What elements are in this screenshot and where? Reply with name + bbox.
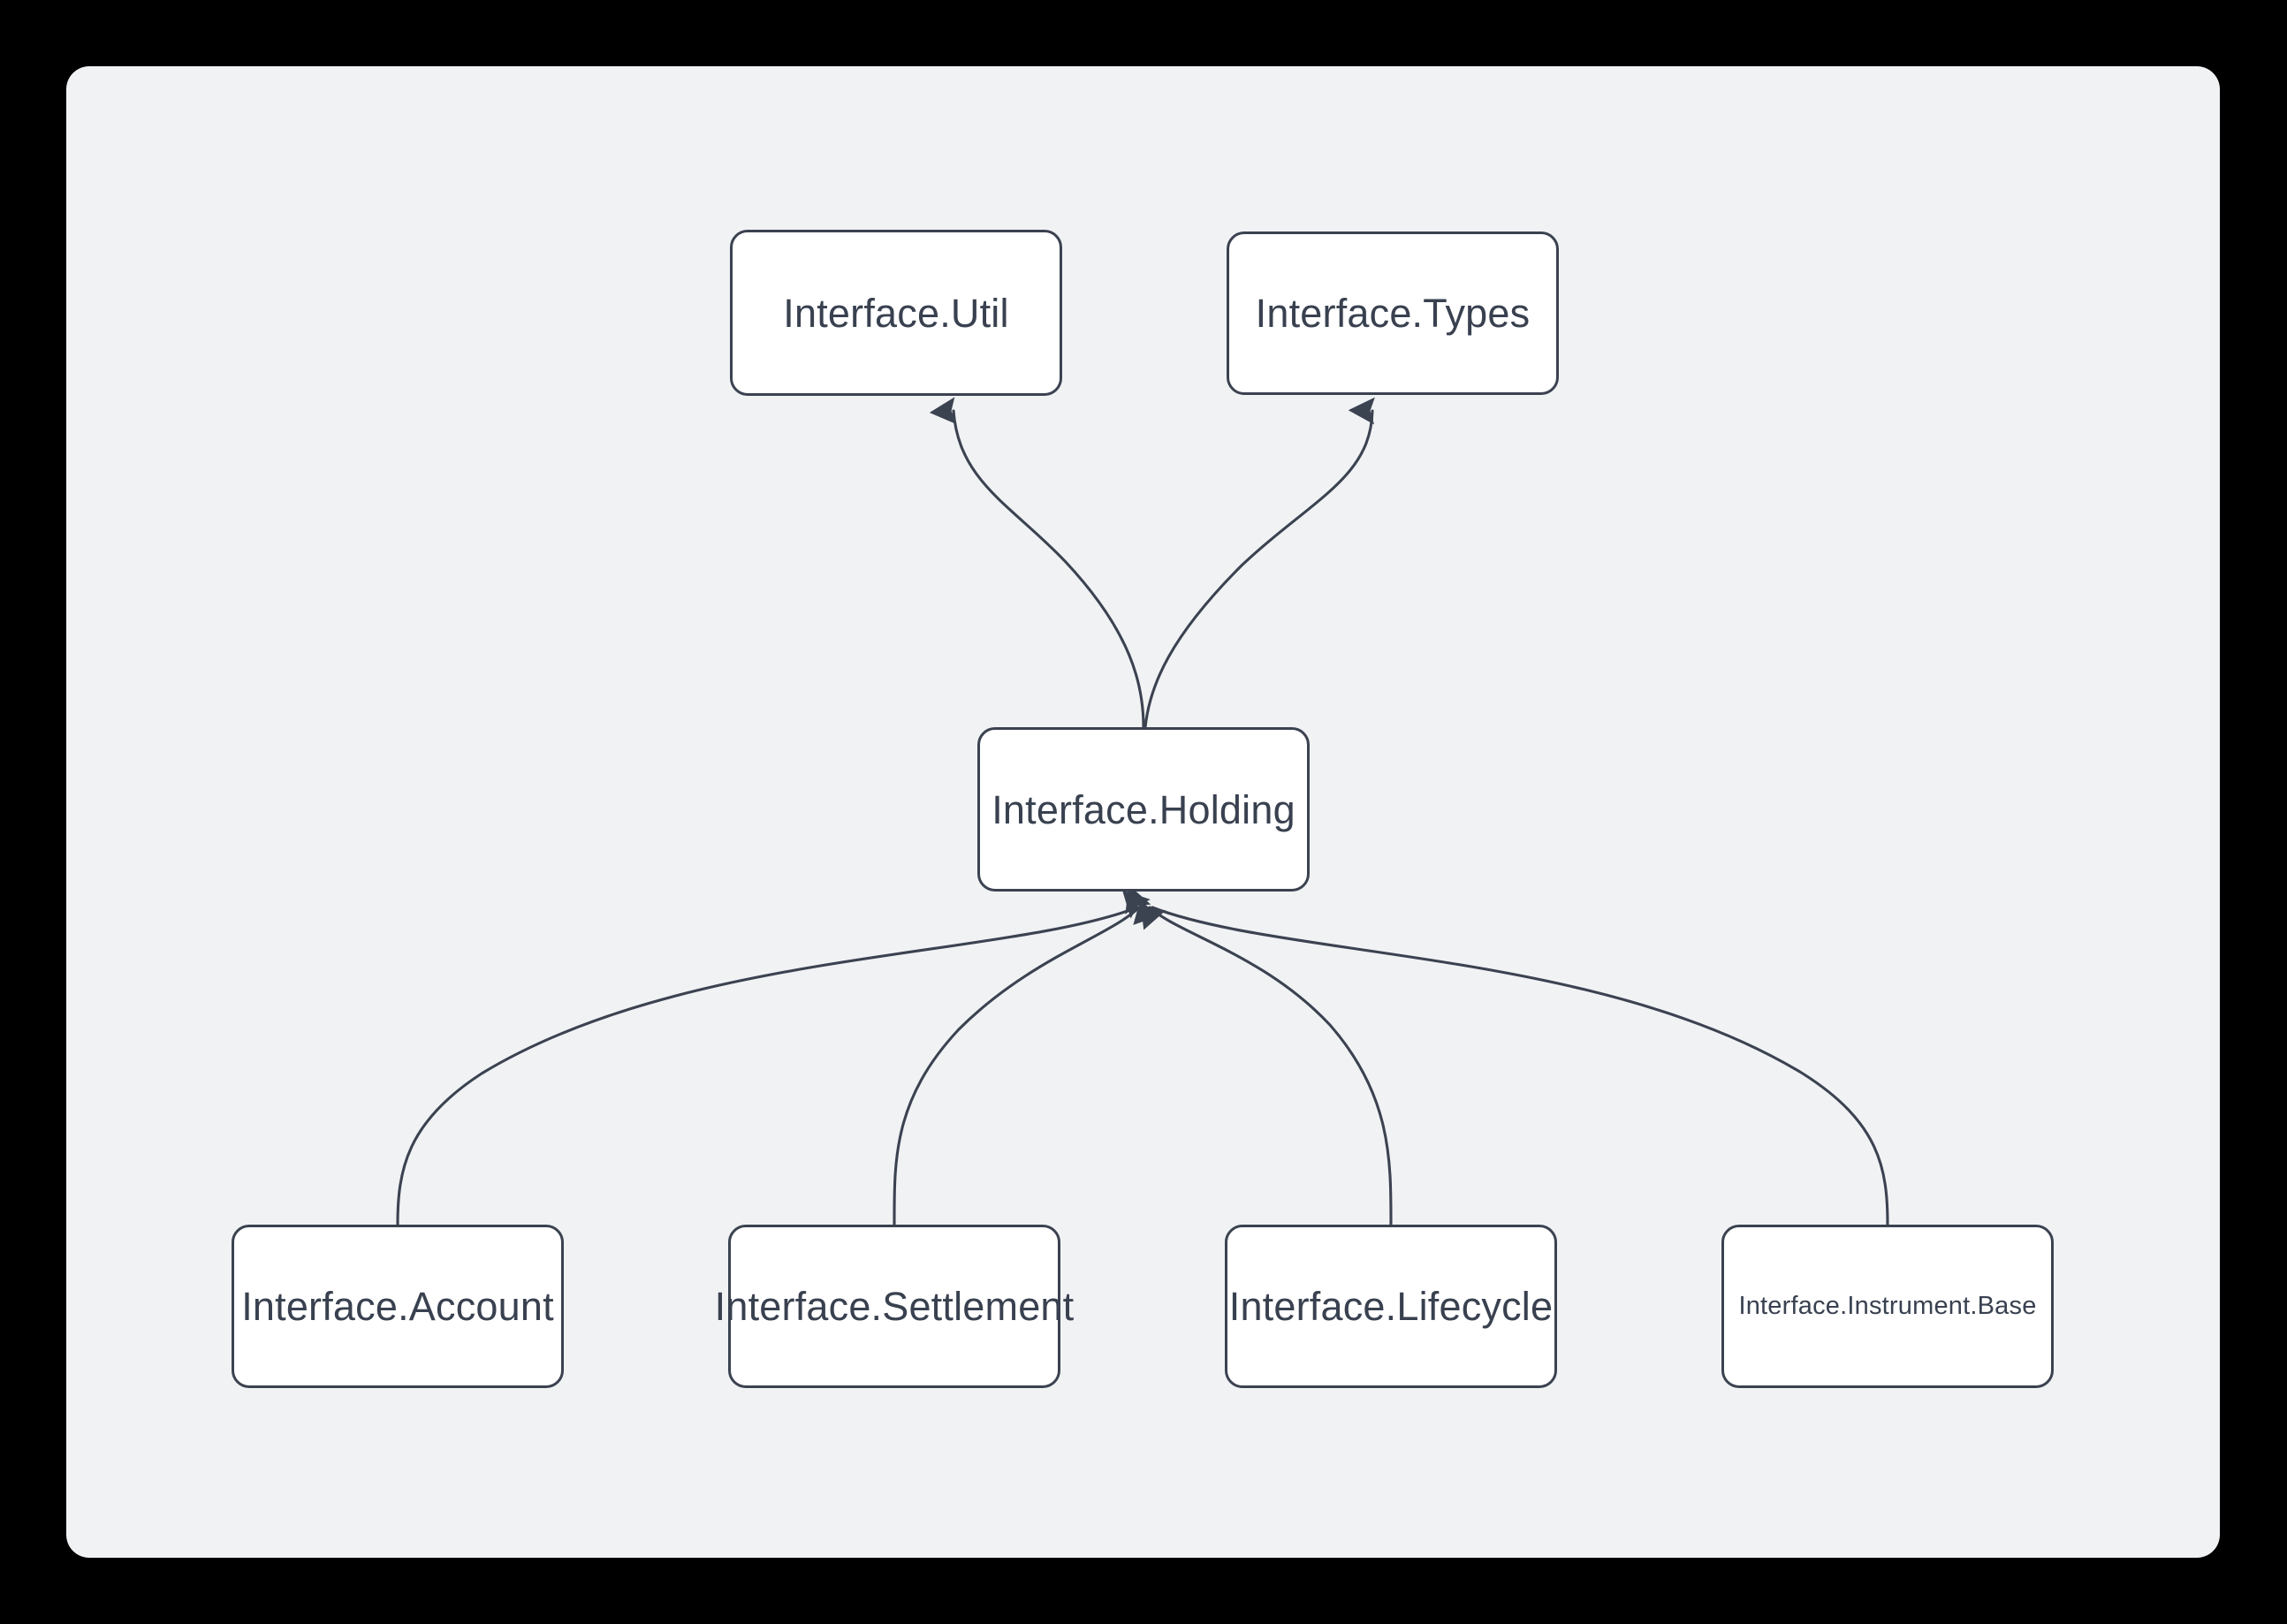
node-label: Interface.Instrument.Base — [1738, 1292, 2037, 1320]
edge-holding-types — [1144, 397, 1375, 729]
node-interface-settlement[interactable]: Interface.Settlement — [715, 1225, 1074, 1388]
node-interface-types[interactable]: Interface.Types — [1227, 231, 1559, 395]
edge-lifecycle-holding — [1133, 896, 1393, 1226]
node-interface-lifecycle[interactable]: Interface.Lifecycle — [1225, 1225, 1557, 1388]
node-interface-instrument-base[interactable]: Interface.Instrument.Base — [1721, 1225, 2054, 1388]
edge-account-holding — [396, 884, 1151, 1226]
edge-instrument-holding — [1140, 900, 1889, 1226]
diagram-canvas[interactable]: Interface.Util Interface.Types Interface… — [66, 66, 2220, 1558]
node-label: Interface.Settlement — [714, 1284, 1075, 1329]
node-interface-account[interactable]: Interface.Account — [232, 1225, 564, 1388]
edge-holding-util — [929, 397, 1145, 729]
node-label: Interface.Util — [783, 290, 1009, 336]
node-interface-holding[interactable]: Interface.Holding — [977, 727, 1310, 892]
edge-settlement-holding — [893, 890, 1151, 1226]
node-interface-util[interactable]: Interface.Util — [730, 230, 1062, 396]
node-label: Interface.Lifecycle — [1228, 1284, 1554, 1329]
node-label: Interface.Account — [241, 1284, 554, 1329]
node-label: Interface.Types — [1255, 291, 1531, 336]
node-label: Interface.Holding — [992, 786, 1295, 832]
